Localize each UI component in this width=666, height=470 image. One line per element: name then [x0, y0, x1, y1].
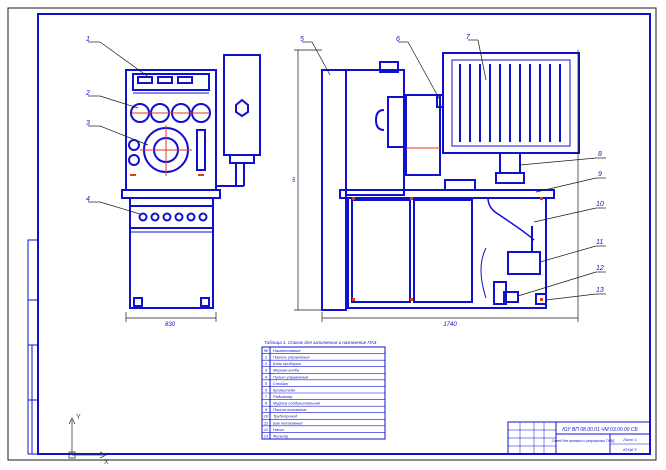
- table-row-no: 13: [264, 433, 269, 438]
- title-block-name: Стенд для проверки и регулировки ТНВД: [552, 439, 615, 443]
- parts-table-rows: № Наименование 1 Панель управления 2 Блок при…: [262, 348, 385, 438]
- table-row-no: 7: [265, 394, 268, 399]
- table-row-no: 6: [265, 387, 268, 392]
- table-row-no: 4: [265, 374, 268, 379]
- title-block: [507, 421, 651, 455]
- title-block-sheet: Лист 1: [622, 437, 637, 442]
- front-view-dimension: [125, 312, 217, 322]
- callout-7: 7: [466, 34, 471, 41]
- outer-frame: [7, 7, 657, 461]
- table-row-no: 1: [265, 355, 267, 360]
- table-row-no: 2: [264, 361, 268, 366]
- table-row-name: Кронштейн: [273, 387, 296, 392]
- callout-5: 5: [300, 36, 304, 43]
- table-row-name: Фильтр: [273, 433, 289, 438]
- side-view-leaders: [302, 39, 606, 301]
- table-row-no: 10: [264, 414, 269, 419]
- table-row-no: 11: [264, 420, 268, 425]
- table-row-name: Радиатор: [273, 394, 293, 399]
- inner-frame: [37, 13, 651, 455]
- table-row-name: Трубопровод: [273, 414, 298, 419]
- callout-12: 12: [596, 265, 604, 272]
- axis-indicator: [68, 417, 107, 459]
- dimension-height-right: 5: [292, 178, 296, 184]
- side-view-dimensions: [294, 49, 579, 322]
- table-row-name: Мерная колба: [273, 368, 300, 373]
- callout-10: 10: [596, 201, 604, 208]
- table-row-no: 3: [265, 368, 268, 373]
- callout-4: 4: [86, 196, 90, 203]
- callout-13: 13: [596, 287, 604, 294]
- callout-1: 1: [86, 36, 90, 43]
- axis-x-label: X: [104, 459, 109, 466]
- front-view-leaders: [88, 41, 151, 215]
- title-block-code: ЮУ ВП 08.00.01 ЧМ 03.00.00 СБ: [562, 427, 638, 433]
- table-row-no: 5: [265, 381, 268, 386]
- callout-11: 11: [596, 239, 603, 246]
- table-row-name: Бак топливный: [273, 420, 303, 425]
- table-row-name: Плита основания: [273, 407, 307, 412]
- table-row-no: 12: [264, 427, 269, 432]
- table-row-name: Пульт управления: [273, 374, 309, 379]
- table-row-name: Муфта соединительная: [273, 401, 321, 406]
- table-row-name: Насос: [273, 427, 284, 432]
- front-view: [121, 54, 261, 309]
- dimension-width-left: 830: [165, 322, 176, 328]
- table-row-name: Блок приборов: [273, 361, 301, 366]
- table-title: Таблица 1. Список для заполнения и назна…: [264, 340, 377, 345]
- side-view-bolts: [352, 197, 543, 301]
- title-block-org: ЮУрГУ: [623, 447, 637, 452]
- callout-2: 2: [85, 90, 90, 97]
- table-row-no: 8: [265, 401, 268, 406]
- axis-y-label: Y: [76, 414, 81, 421]
- table-row-name: Стойка: [273, 381, 289, 386]
- left-margin-strips: [27, 239, 39, 455]
- side-view: [321, 52, 580, 311]
- callout-9: 9: [598, 171, 602, 178]
- callout-8: 8: [598, 151, 602, 158]
- table-row-no: 9: [265, 407, 268, 412]
- table-header-no: №: [264, 348, 269, 353]
- table-row-name: Панель управления: [273, 355, 310, 360]
- callout-3: 3: [86, 120, 90, 127]
- table-header-name: Наименование: [273, 348, 301, 353]
- callout-6: 6: [396, 36, 400, 43]
- dimension-width-right: 1740: [443, 322, 457, 328]
